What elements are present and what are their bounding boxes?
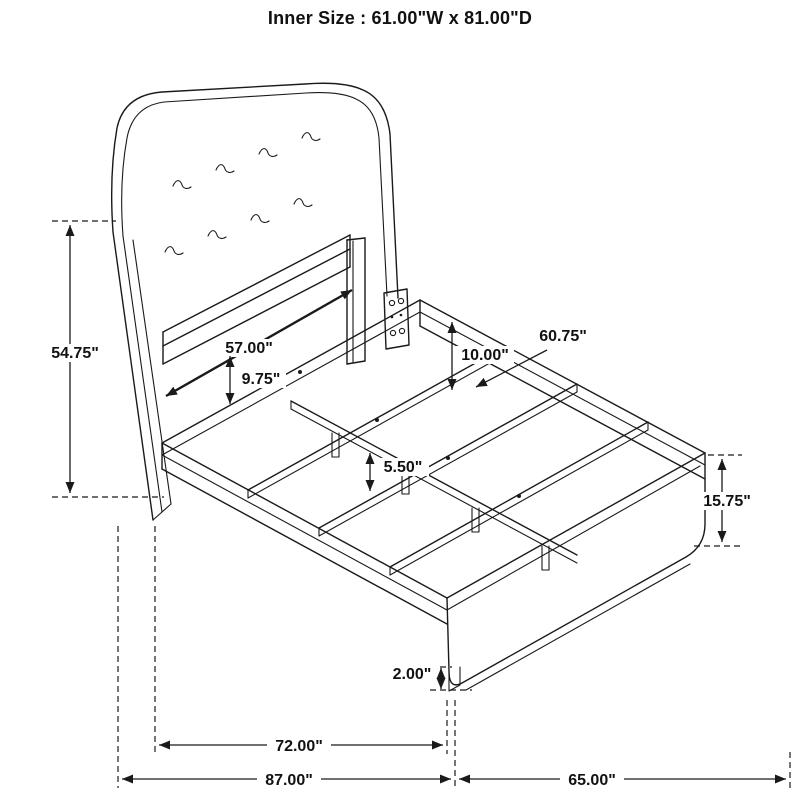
dimension-headboard-rail-width: 57.00" <box>165 288 353 398</box>
dimension-headboard-height: 54.75" <box>44 220 164 498</box>
dim-label-ground-clearance: 2.00" <box>393 666 432 683</box>
headboard-tufting-marks <box>164 132 321 256</box>
dimension-side-rail-height: 10.00" <box>447 322 514 390</box>
page-title: Inner Size : 61.00"W x 81.00"D <box>267 8 533 28</box>
center-rail-legs <box>331 432 550 571</box>
dim-label-overall-depth: 87.00" <box>265 772 313 789</box>
dimension-overall-width: 65.00" <box>459 752 791 789</box>
dimension-center-leg-height: 5.50" <box>365 453 429 491</box>
dimension-slat-platform-length: 72.00" <box>154 526 448 755</box>
dim-label-overall-width: 65.00" <box>568 772 616 789</box>
slats <box>247 345 649 576</box>
dim-label-slat-platform-length: 72.00" <box>275 738 323 755</box>
dim-label-headboard-height: 54.75" <box>51 345 99 362</box>
dim-label-side-rail-height: 10.00" <box>461 347 509 364</box>
dimension-rail-to-frame-gap: 9.75" <box>225 356 286 404</box>
dimension-center-rail-length: 60.75" <box>475 327 595 388</box>
dim-label-rail-to-frame-gap: 9.75" <box>242 371 281 388</box>
dim-label-footboard-height: 15.75" <box>703 493 751 510</box>
mounting-plate <box>383 288 410 350</box>
footboard <box>446 452 706 692</box>
dim-label-center-rail-length: 60.75" <box>539 328 587 345</box>
dimension-ground-clearance: 2.00" <box>388 665 472 691</box>
dimension-footboard-height: 15.75" <box>694 454 758 547</box>
dim-label-headboard-rail-width: 57.00" <box>225 340 273 357</box>
dim-label-center-leg-height: 5.50" <box>384 459 423 476</box>
dimension-overall-depth: 87.00" <box>117 526 456 789</box>
center-support-rail <box>290 400 578 564</box>
headboard-bracket-post <box>346 237 366 365</box>
headboard-outline <box>110 82 399 521</box>
